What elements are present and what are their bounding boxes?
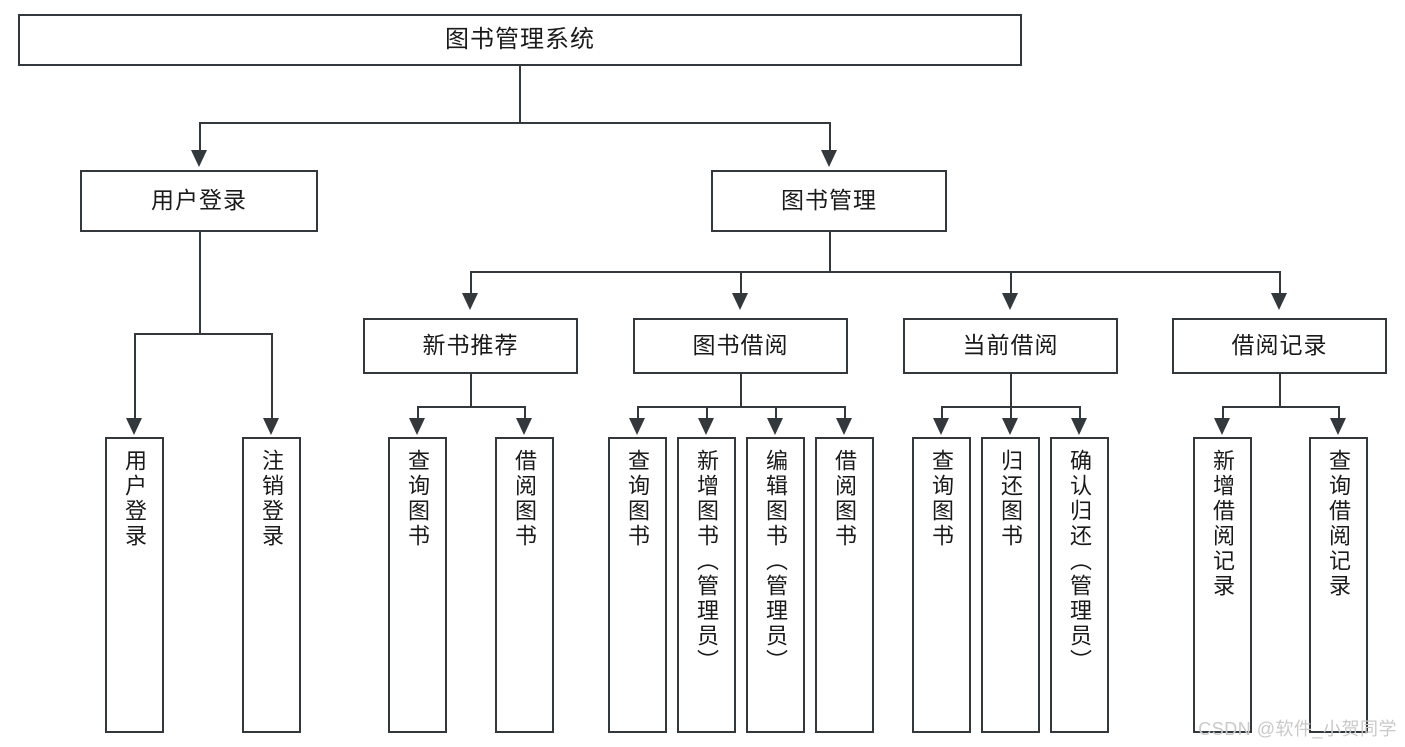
connector-borrow-record-bus: [1222, 406, 1338, 408]
arrow-borrow-record-to-leaf-1: [1214, 418, 1230, 435]
connector-current-borrow-stem: [1010, 374, 1012, 406]
leaf-logout[interactable]: 注销登录: [242, 437, 301, 733]
node-current-borrow[interactable]: 当前借阅: [903, 318, 1118, 374]
arrow-current-borrow-to-leaf-3: [1071, 418, 1087, 435]
node-label: 当前借阅: [962, 332, 1059, 359]
connector-current-borrow-to-leaf-3: [1079, 406, 1081, 420]
connector-user-login-stem: [199, 232, 201, 333]
leaf-label: 借阅图书: [832, 449, 858, 549]
leaf-borrow-book-recommend[interactable]: 借阅图书: [495, 437, 554, 733]
arrow-root-to-user-login: [191, 150, 207, 167]
leaf-label: 查询图书: [625, 449, 651, 549]
connector-user-login-to-leaf-2: [271, 333, 273, 420]
leaf-label: 确认归还（管理员）: [1067, 449, 1093, 674]
connector-borrow-record-to-leaf-1: [1222, 406, 1224, 420]
leaf-borrow-book[interactable]: 借阅图书: [815, 437, 874, 733]
connector-book-mgmt-stem: [829, 232, 831, 271]
connector-root-to-book-mgmt: [829, 122, 831, 152]
leaf-confirm-return-admin[interactable]: 确认归还（管理员）: [1050, 437, 1109, 733]
connector-borrow-record-to-leaf-2: [1338, 406, 1340, 420]
connector-book-mgmt-to-borrow: [740, 271, 742, 295]
leaf-return-book[interactable]: 归还图书: [981, 437, 1040, 733]
arrow-book-mgmt-to-new-book: [462, 293, 478, 310]
leaf-add-book-admin[interactable]: 新增图书（管理员）: [677, 437, 736, 733]
connector-book-borrow-to-leaf-4: [844, 406, 846, 420]
leaf-label: 查询图书: [929, 449, 955, 549]
node-user-login[interactable]: 用户登录: [80, 170, 318, 232]
connector-root-stem: [519, 66, 521, 122]
node-label: 图书管理: [781, 187, 877, 214]
leaf-label: 借阅图书: [512, 449, 538, 549]
node-borrow-record[interactable]: 借阅记录: [1172, 318, 1387, 374]
leaf-label: 用户登录: [122, 449, 148, 549]
arrow-book-mgmt-to-current: [1002, 293, 1018, 310]
leaf-query-book-borrow[interactable]: 查询图书: [608, 437, 667, 733]
arrow-new-book-to-leaf-1: [409, 418, 425, 435]
leaf-user-login[interactable]: 用户登录: [105, 437, 164, 733]
connector-new-book-to-leaf-1: [417, 406, 419, 420]
leaf-query-book-recommend[interactable]: 查询图书: [388, 437, 447, 733]
connector-new-book-to-leaf-2: [524, 406, 526, 420]
connector-book-borrow-to-leaf-1: [637, 406, 639, 420]
leaf-label: 注销登录: [259, 449, 285, 549]
connector-user-login-bus: [134, 333, 271, 335]
leaf-add-borrow-record[interactable]: 新增借阅记录: [1193, 437, 1252, 733]
leaf-label: 新增图书（管理员）: [694, 449, 720, 674]
node-book-management[interactable]: 图书管理: [711, 170, 947, 232]
connector-borrow-record-stem: [1279, 374, 1281, 406]
connector-new-book-bus: [417, 406, 524, 408]
leaf-query-borrow-record[interactable]: 查询借阅记录: [1309, 437, 1368, 733]
arrow-current-borrow-to-leaf-2: [1002, 418, 1018, 435]
arrow-user-login-to-leaf-1: [126, 418, 142, 435]
node-label: 用户登录: [151, 187, 247, 214]
arrow-new-book-to-leaf-2: [516, 418, 532, 435]
arrow-root-to-book-mgmt: [821, 150, 837, 167]
connector-book-borrow-to-leaf-3: [775, 406, 777, 420]
leaf-label: 查询图书: [405, 449, 431, 549]
connector-book-borrow-stem: [740, 374, 742, 406]
arrow-book-borrow-to-leaf-3: [767, 418, 783, 435]
node-root-system[interactable]: 图书管理系统: [18, 14, 1022, 66]
connector-root-to-user-login: [199, 122, 201, 152]
node-label: 新书推荐: [422, 332, 519, 359]
arrow-book-mgmt-to-borrow: [732, 293, 748, 310]
leaf-query-book-current[interactable]: 查询图书: [912, 437, 971, 733]
leaf-label: 查询借阅记录: [1326, 449, 1352, 599]
node-new-book-recommend[interactable]: 新书推荐: [363, 318, 578, 374]
connector-book-mgmt-to-record: [1279, 271, 1281, 295]
connector-current-borrow-to-leaf-1: [941, 406, 943, 420]
connector-current-borrow-to-leaf-2: [1010, 406, 1012, 420]
leaf-label: 新增借阅记录: [1210, 449, 1236, 599]
leaf-label: 编辑图书（管理员）: [763, 449, 789, 674]
connector-book-borrow-bus: [637, 406, 844, 408]
connector-user-login-to-leaf-1: [134, 333, 136, 420]
connector-new-book-stem: [470, 374, 472, 406]
connector-book-mgmt-bus: [470, 271, 1279, 273]
node-label: 图书借阅: [692, 332, 789, 359]
arrow-book-borrow-to-leaf-4: [836, 418, 852, 435]
leaf-edit-book-admin[interactable]: 编辑图书（管理员）: [746, 437, 805, 733]
connector-book-borrow-to-leaf-2: [706, 406, 708, 420]
connector-root-bus: [199, 122, 829, 124]
node-book-borrow[interactable]: 图书借阅: [633, 318, 848, 374]
node-label: 借阅记录: [1231, 332, 1328, 359]
arrow-current-borrow-to-leaf-1: [933, 418, 949, 435]
connector-book-mgmt-to-new-book: [470, 271, 472, 295]
node-label: 图书管理系统: [445, 25, 595, 53]
arrow-user-login-to-leaf-2: [263, 418, 279, 435]
leaf-label: 归还图书: [998, 449, 1024, 549]
arrow-book-mgmt-to-record: [1271, 293, 1287, 310]
arrow-borrow-record-to-leaf-2: [1330, 418, 1346, 435]
arrow-book-borrow-to-leaf-1: [629, 418, 645, 435]
arrow-book-borrow-to-leaf-2: [698, 418, 714, 435]
connector-book-mgmt-to-current: [1010, 271, 1012, 295]
